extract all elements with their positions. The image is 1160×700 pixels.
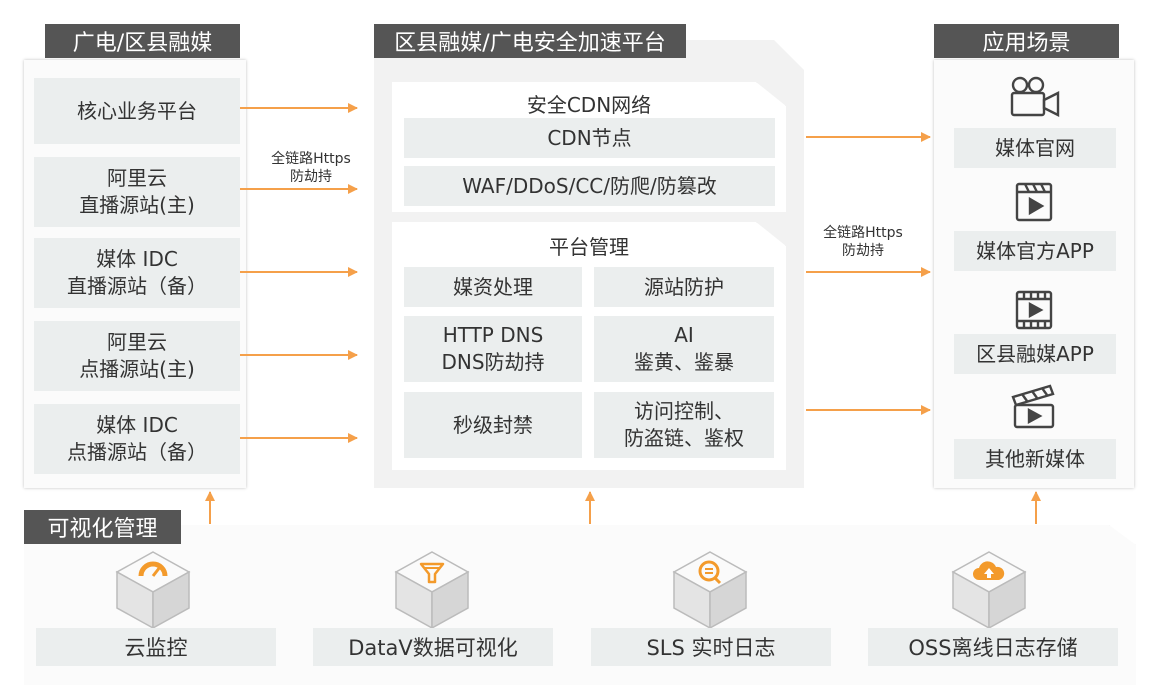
- video-camera-icon: [1008, 75, 1062, 119]
- left-item-idc-vod-origin: 媒体 IDC 点播源站（备）: [34, 404, 240, 474]
- cdn-card-title: 安全CDN网络: [526, 93, 652, 117]
- item-label: 区县融媒APP: [976, 341, 1094, 366]
- left-arrow-note: 全链路Https 防劫持: [250, 150, 372, 186]
- mgmt-cell-access-control: 访问控制、 防盗链、鉴权: [594, 392, 774, 458]
- right-header: 应用场景: [934, 24, 1119, 58]
- center-arrow-note: 全链路Https 防劫持: [805, 224, 921, 260]
- cell-line: 媒资处理: [453, 274, 533, 299]
- item-line: 点播源站(主): [79, 357, 195, 381]
- mgmt-cell-instant-ban: 秒级封禁: [404, 392, 582, 458]
- note-line: 防劫持: [842, 243, 884, 259]
- clapperboard-icon: [1013, 182, 1057, 222]
- center-header: 区县融媒/广电安全加速平台: [374, 24, 686, 58]
- item-label: 其他新媒体: [985, 446, 1085, 471]
- funnel-icon: [392, 548, 472, 632]
- cell-line: 防盗链、鉴权: [624, 426, 744, 450]
- clapper-open-icon: [1010, 383, 1060, 429]
- item-label: DataV数据可视化: [348, 636, 518, 660]
- item-line: 阿里云: [107, 166, 167, 190]
- item-label: SLS 实时日志: [646, 636, 776, 660]
- note-line: 全链路Https: [823, 225, 903, 241]
- bottom-header: 可视化管理: [24, 510, 181, 544]
- item-line: 核心业务平台: [77, 98, 197, 123]
- row-label: CDN节点: [547, 125, 632, 150]
- item-line: 媒体 IDC: [96, 247, 178, 271]
- item-line: 点播源站（备）: [67, 440, 207, 464]
- item-label: 云监控: [124, 636, 188, 660]
- right-item-media-app: 媒体官方APP: [954, 231, 1116, 271]
- mgmt-card-title: 平台管理: [549, 235, 629, 259]
- left-header: 广电/区县融媒: [45, 24, 240, 58]
- cell-line: 源站防护: [644, 274, 724, 299]
- cell-line: DNS防劫持: [441, 350, 545, 374]
- film-play-icon: [1013, 290, 1057, 330]
- right-item-county-app: 区县融媒APP: [954, 334, 1116, 374]
- note-line: 全链路Https: [271, 151, 351, 167]
- item-line: 直播源站(主): [79, 193, 195, 217]
- right-item-media-website: 媒体官网: [954, 128, 1116, 168]
- item-label: 媒体官网: [995, 135, 1075, 160]
- note-line: 防劫持: [290, 169, 332, 185]
- bottom-item-sls: SLS 实时日志: [591, 628, 831, 666]
- bottom-item-datav: DataV数据可视化: [313, 628, 553, 666]
- bottom-item-cloud-monitor: 云监控: [36, 628, 276, 666]
- item-line: 阿里云: [107, 330, 167, 354]
- bottom-item-oss: OSS离线日志存储: [868, 628, 1118, 666]
- right-item-other-media: 其他新媒体: [954, 439, 1116, 479]
- row-label: WAF/DDoS/CC/防爬/防篡改: [462, 173, 717, 198]
- item-label: 媒体官方APP: [976, 238, 1094, 263]
- left-item-aliyun-live-origin: 阿里云 直播源站(主): [34, 157, 240, 227]
- left-item-core-platform: 核心业务平台: [34, 78, 240, 144]
- cell-line: 秒级封禁: [453, 412, 533, 437]
- item-line: 直播源站（备）: [67, 274, 207, 298]
- left-item-aliyun-vod-origin: 阿里云 点播源站(主): [34, 321, 240, 391]
- mgmt-cell-media-processing: 媒资处理: [404, 267, 582, 307]
- log-search-icon: [670, 548, 750, 632]
- left-item-idc-live-origin: 媒体 IDC 直播源站（备）: [34, 238, 240, 308]
- cdn-row-security: WAF/DDoS/CC/防爬/防篡改: [404, 166, 775, 206]
- mgmt-cell-httpdns: HTTP DNS DNS防劫持: [404, 316, 582, 382]
- cell-line: 鉴黄、鉴暴: [634, 350, 734, 374]
- item-label: OSS离线日志存储: [908, 636, 1078, 660]
- item-line: 媒体 IDC: [96, 413, 178, 437]
- mgmt-cell-origin-protection: 源站防护: [594, 267, 774, 307]
- cell-line: 访问控制、: [634, 399, 734, 423]
- cdn-row-nodes: CDN节点: [404, 118, 775, 158]
- mgmt-cell-ai: AI 鉴黄、鉴暴: [594, 316, 774, 382]
- cell-line: HTTP DNS: [442, 323, 544, 347]
- cell-line: AI: [674, 323, 694, 347]
